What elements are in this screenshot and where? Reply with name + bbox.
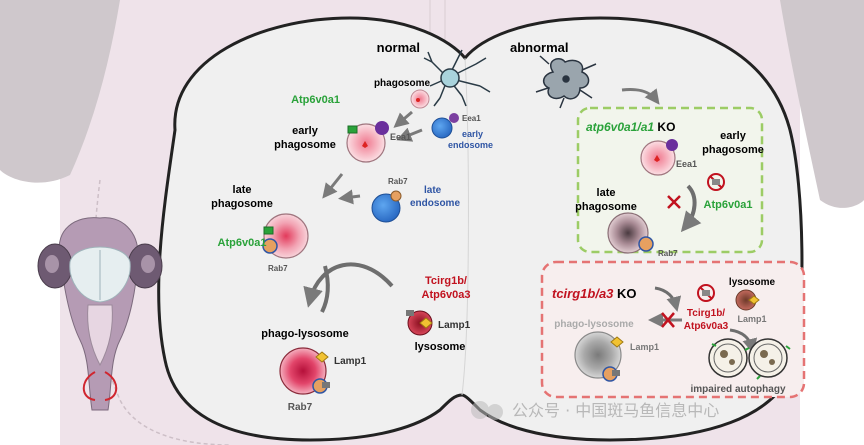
ko2-block-cross (661, 312, 675, 328)
lysosome-label: lysosome (415, 341, 466, 353)
eea1-label: Eea1 (390, 132, 411, 142)
late-endosome-label-2: endosome (410, 198, 460, 209)
larva-illustration (37, 217, 163, 411)
ko2-no-pump-icon (697, 284, 715, 302)
watermark-logo-icon (471, 401, 503, 420)
lamp1-lys-label: Lamp1 (438, 320, 471, 331)
ko1-arrow-down (680, 184, 702, 233)
rab7-late-label: Rab7 (268, 264, 288, 273)
ko2-lamp1-pl-marker (610, 336, 624, 348)
arrow-endosome-to-late (338, 189, 361, 205)
early-phagosome-label-1: early (292, 125, 319, 137)
ko1-late-phagosome-circle (607, 212, 649, 254)
tcirg-label-1: Tcirg1b/ (425, 275, 467, 287)
atp-mid-label: Atp6v0a1 (218, 237, 267, 249)
eea1-small-label: Eea1 (462, 114, 481, 123)
abnormal-title: abnormal (510, 40, 569, 55)
hemisphere-divider (461, 57, 469, 396)
tcirg-label-2: Atp6v0a3 (422, 289, 471, 301)
arrow-lys-to-phagolys (303, 262, 394, 308)
ko1-atp-label: Atp6v0a1 (704, 199, 753, 211)
atp6v0a1-pump-icon (347, 125, 358, 134)
ko2-lamp1-lys-label: Lamp1 (737, 314, 766, 324)
ko1-early-label-1: early (720, 130, 747, 142)
arrow-endosome-to-early (396, 127, 423, 142)
ko2-arrow-down (654, 286, 682, 312)
watermark-text: 公众号 · 中国斑马鱼信息中心 (512, 401, 719, 420)
v-atpase-pl-icon (322, 382, 330, 388)
ko1-rab7-marker (638, 236, 654, 252)
atp-top-label: Atp6v0a1 (291, 94, 340, 106)
v-atpase-icon (406, 310, 414, 316)
normal-title: normal (377, 40, 420, 55)
ko2-tcirg-label-2: Atp6v0a3 (684, 321, 729, 332)
ko1-eea1-label: Eea1 (676, 159, 697, 169)
ko2-phago-lysosome-label: phago-lysosome (554, 319, 634, 330)
ko2-lamp1-lys-marker (748, 295, 760, 305)
eea1-small-marker (449, 113, 459, 123)
early-endosome-label-1: early (462, 129, 483, 139)
lamp1-pl-label: Lamp1 (334, 356, 367, 367)
late-phagosome-label-2: phagosome (211, 198, 273, 210)
ko1-eea1-marker (666, 139, 678, 151)
ko2-arrow-autophagy (729, 328, 758, 354)
phago-lysosome-label: phago-lysosome (261, 328, 348, 340)
early-phagosome-label-2: phagosome (274, 139, 336, 151)
fish-eye-right (780, 0, 864, 208)
ko1-no-pump-icon (707, 173, 725, 191)
early-endosome-label-2: endosome (448, 140, 493, 150)
arrow-late-to-phagolys (320, 265, 330, 313)
late-endosome-circle (371, 193, 401, 223)
ko1-late-label-1: late (597, 187, 616, 199)
fish-eye-left (0, 0, 120, 183)
ko2-lysosome-label: lysosome (729, 277, 776, 288)
ko2-pump-grey-icon (702, 290, 710, 296)
rab7-marker (262, 238, 278, 254)
arrow-early-to-late (322, 173, 344, 199)
early-endosome-circle (431, 117, 453, 139)
ko2-gene-label: tcirg1b/a3 KO (552, 286, 637, 301)
ko1-block-cross (667, 195, 681, 209)
rab7-endo-label: Rab7 (388, 177, 408, 186)
lamp1-marker (419, 317, 433, 329)
ko1-pump-grey-icon (712, 179, 720, 185)
ko1-late-label-2: phagosome (575, 201, 637, 213)
impaired-autophagy-icon (708, 338, 791, 380)
ko1-rab7-label: Rab7 (658, 249, 678, 258)
late-phagosome-label-1: late (233, 184, 252, 196)
rab7-pl-label: Rab7 (288, 402, 313, 413)
phagosome-label: phagosome (374, 78, 431, 89)
arrow-phago-to-early (393, 110, 413, 128)
cargo-dot (416, 98, 420, 102)
ko2-v-atpase-icon (612, 370, 620, 376)
ko1-cargo-icon (654, 155, 660, 162)
arrow-microglia-down (621, 88, 660, 105)
impaired-autophagy-label: impaired autophagy (690, 384, 785, 395)
atp6v0a1-pump-mid-icon (263, 226, 274, 235)
lamp1-pl-marker (315, 351, 329, 363)
eea1-marker (375, 121, 389, 135)
ko1-early-label-2: phagosome (702, 144, 764, 156)
cargo-icon (362, 141, 368, 148)
microglia-normal-icon (423, 49, 491, 107)
ko2-lamp1-pl-label: Lamp1 (630, 342, 659, 352)
ko1-gene-label: atp6v0a1/a1 KO (586, 120, 675, 134)
late-endosome-label-1: late (424, 185, 442, 196)
rab7-endo-marker (390, 190, 402, 202)
ko2-tcirg-label-1: Tcirg1b/ (687, 308, 725, 319)
phagosome-small (410, 89, 430, 109)
microglia-abnormal-icon (535, 55, 597, 109)
